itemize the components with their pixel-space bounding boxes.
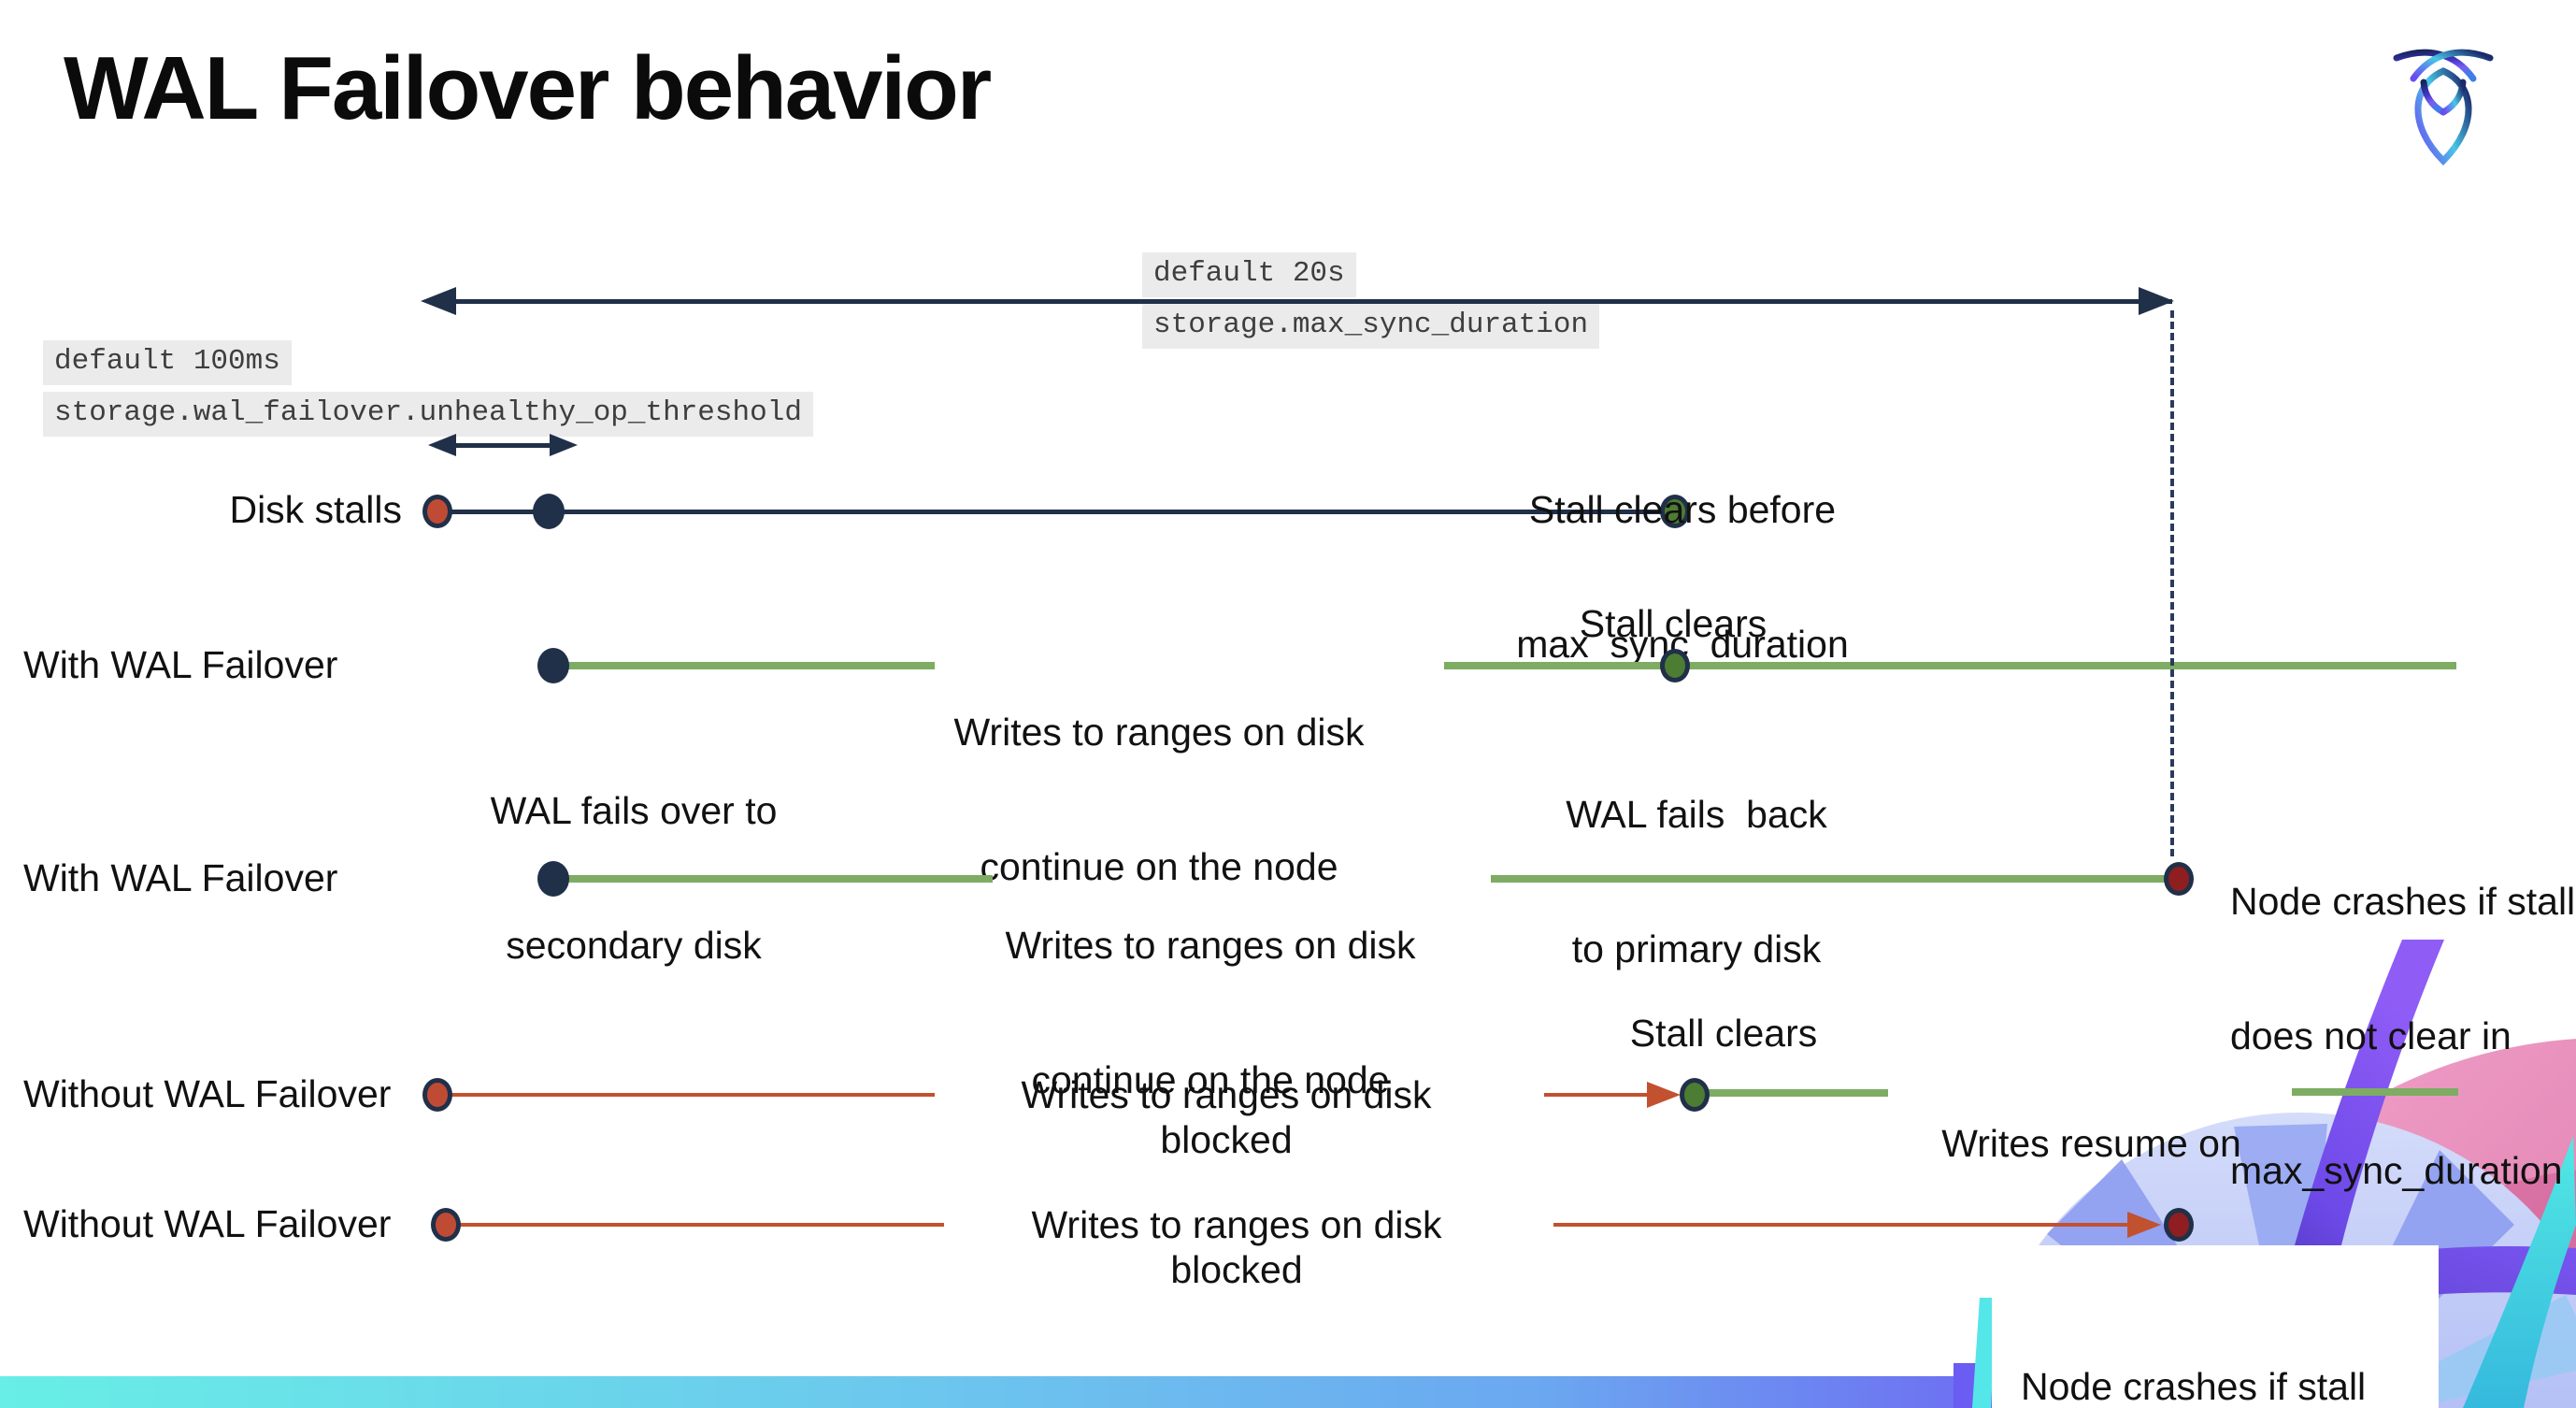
unhealthy-op-threshold-label: default 100ms storage.wal_failover.unhea… (43, 340, 813, 438)
setting-name: storage.wal_failover.unhealthy_op_thresh… (43, 392, 813, 438)
writes-resume-line (2292, 1088, 2458, 1096)
caption-writes-continue: Writes to ranges on disk continue on the… (953, 710, 1365, 888)
row-label-disk-stalls: Disk stalls (229, 488, 402, 531)
stall-clear-dot (1660, 495, 1690, 528)
threshold-dot (533, 494, 565, 529)
row-label-without-wal-failover-1: Without WAL Failover (23, 1072, 392, 1115)
crash-caption-box (1992, 1245, 2439, 1408)
max-sync-duration-label: default 20s storage.max_sync_duration (1142, 252, 1600, 350)
setting-default-value: default 100ms (43, 340, 292, 386)
writes-continue-line (1444, 662, 2456, 669)
caption-writes-blocked: Writes to ranges on disk blocked (1031, 1203, 1464, 1291)
failover-dot (537, 648, 569, 683)
max-sync-duration-arrow-line (432, 299, 2172, 304)
arrowhead-right-icon (2127, 1212, 2161, 1238)
writes-continue-line (553, 875, 993, 883)
disk-stall-timeline (437, 510, 1675, 514)
setting-default-value: default 20s (1142, 252, 1356, 298)
caption-stall-clears: Stall clears (1579, 602, 1767, 645)
arrowhead-left-icon (428, 434, 456, 456)
row-label-with-wal-failover-1: With WAL Failover (23, 643, 338, 686)
stall-clear-dot (1680, 1078, 1710, 1112)
caption-writes-blocked: Writes to ranges on disk blocked (1021, 1073, 1453, 1161)
failover-dot (537, 861, 569, 897)
writes-blocked-line (437, 1093, 935, 1097)
caption-node-crashes: Node crashes if stall does not clear in … (2021, 1364, 2367, 1408)
max-sync-duration-dashed-line (2170, 310, 2174, 856)
caption-wal-fails-over: WAL fails over to secondary disk (490, 788, 778, 967)
row-label-with-wal-failover-2: With WAL Failover (23, 856, 338, 899)
caption-stall-clears-before: Stall clears before max_sync_duration (1516, 487, 1849, 666)
node-crash-dot (2164, 1208, 2194, 1242)
writes-resume-line (1695, 1089, 1888, 1097)
unhealthy-op-threshold-arrow-line (443, 443, 555, 448)
page-title: WAL Failover behavior (64, 38, 992, 138)
caption-node-crashes: Node crashes if stall does not clear in … (2230, 879, 2576, 1192)
caption-wal-fails-back: WAL fails back to primary disk (1566, 792, 1827, 970)
cockroachdb-logo-icon (2393, 49, 2494, 165)
node-crash-dot (2164, 862, 2194, 896)
stall-start-dot (431, 1208, 461, 1242)
stall-clear-dot (1660, 649, 1690, 682)
row-label-without-wal-failover-2: Without WAL Failover (23, 1202, 392, 1245)
setting-name: storage.max_sync_duration (1142, 304, 1600, 350)
arrowhead-right-icon (550, 434, 578, 456)
caption-stall-clears: Stall clears (1629, 1012, 1818, 1055)
stall-start-dot (422, 495, 452, 528)
writes-blocked-arrow-line (1553, 1223, 2140, 1227)
caption-writes-continue: Writes to ranges on disk continue on the… (1005, 923, 1416, 1101)
writes-blocked-line (446, 1223, 944, 1227)
writes-blocked-arrow-line (1544, 1093, 1662, 1097)
writes-continue-line (553, 662, 935, 669)
stall-start-dot (422, 1078, 452, 1112)
arrowhead-right-icon (1647, 1082, 1681, 1108)
arrowhead-right-icon (2139, 287, 2174, 315)
arrowhead-left-icon (421, 287, 456, 315)
writes-continue-line (1491, 875, 2173, 883)
